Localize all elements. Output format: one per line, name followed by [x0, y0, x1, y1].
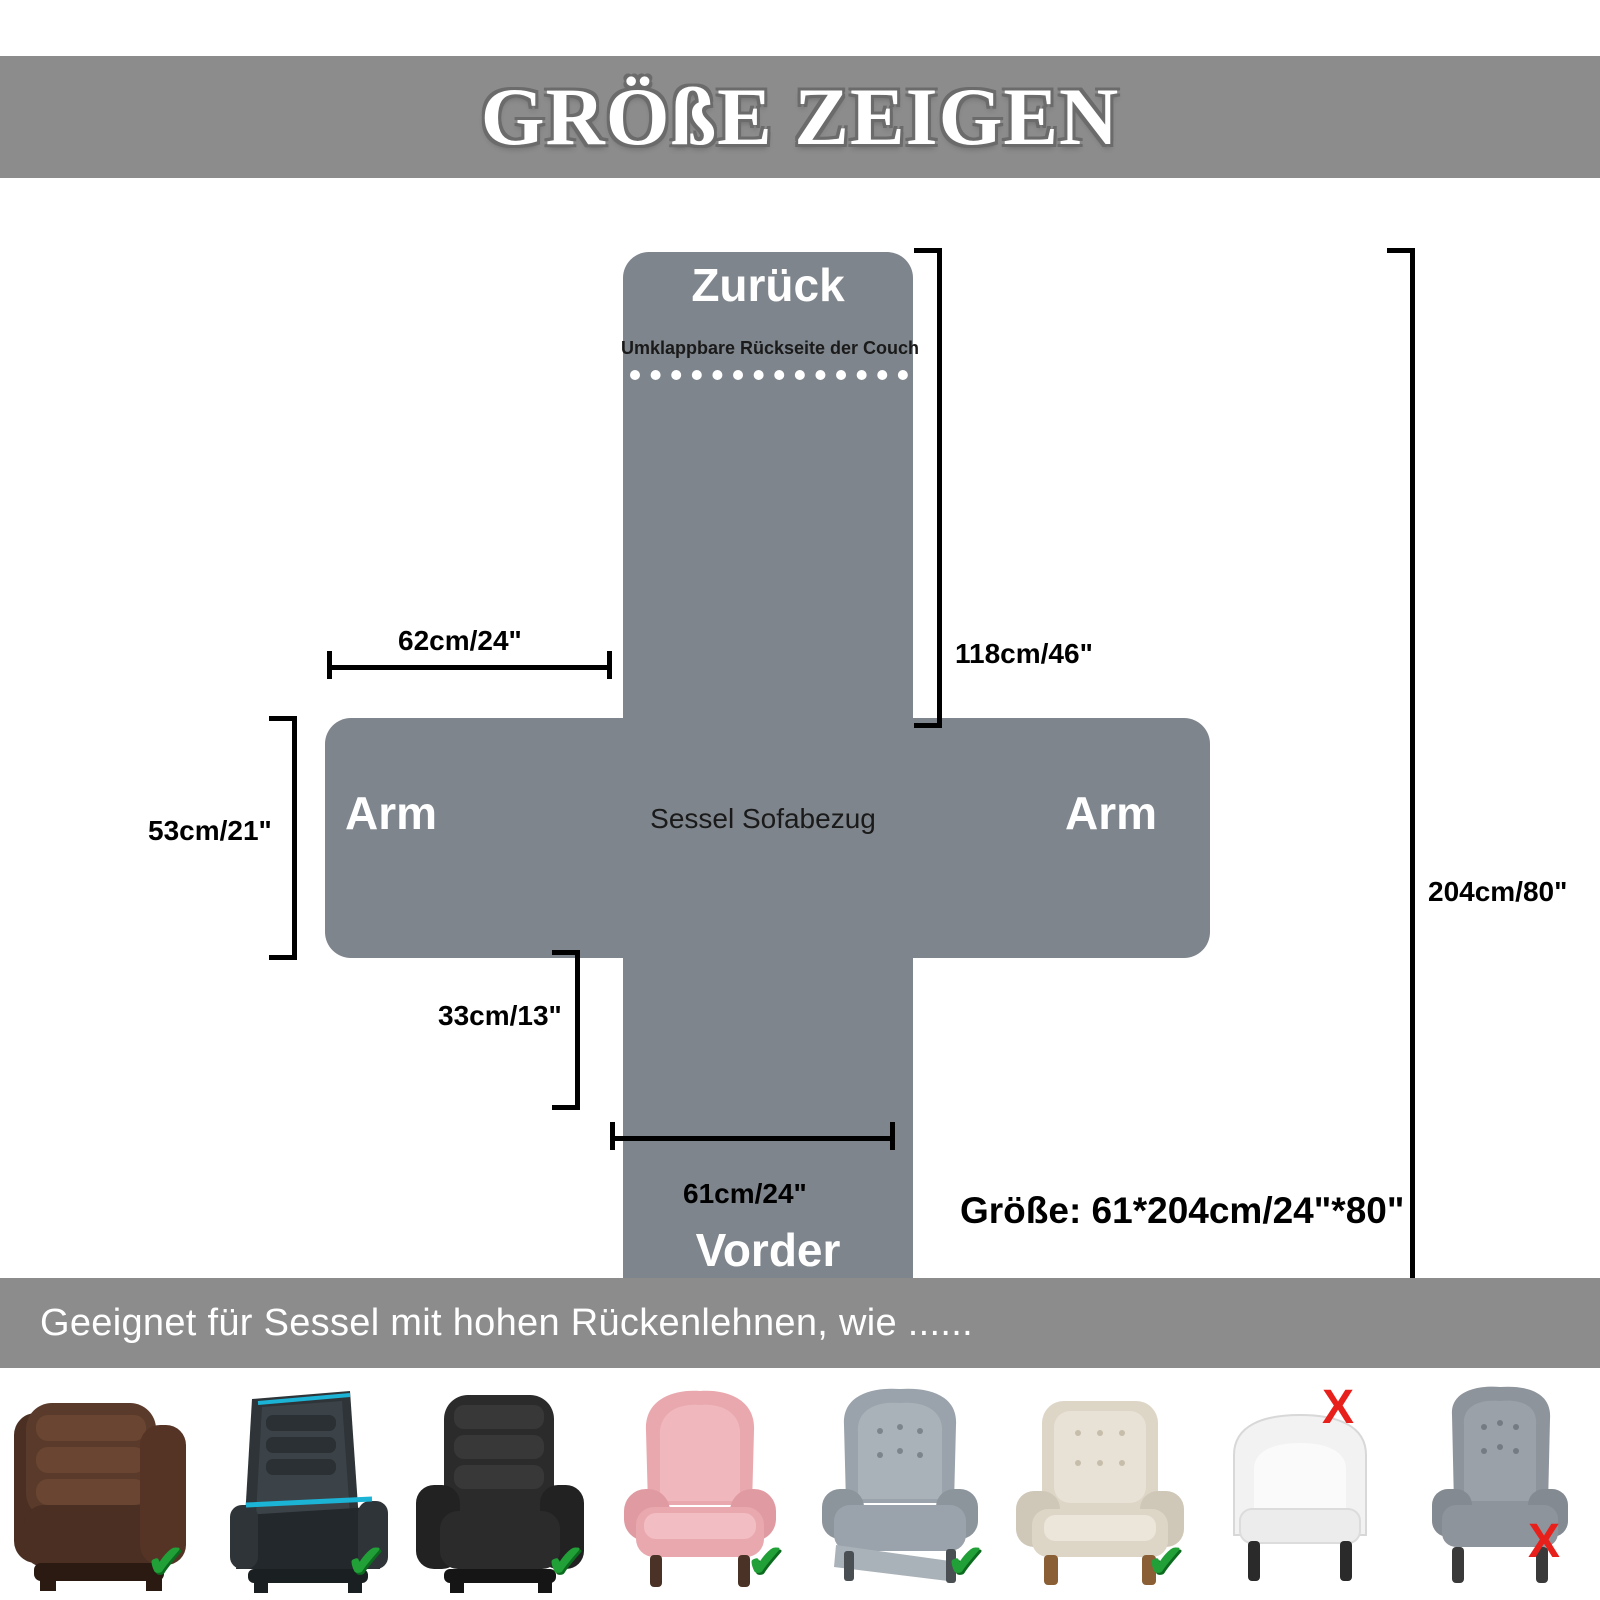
label-fold-note: Umklappbare Rückseite der Couch [620, 338, 920, 358]
chair-item-beige-tufted-armchair: ✔ [1000, 1380, 1200, 1600]
chair-mark-check: ✔ [947, 1537, 984, 1586]
chair-mark-check: ✔ [147, 1537, 184, 1586]
black-blue-gaming-recliner-icon [230, 1391, 388, 1593]
dim-back-height-text: 118cm/46" [955, 638, 1093, 669]
chair-mark-cross: X [1527, 1515, 1560, 1568]
dim-arm-height-cap-top [269, 716, 297, 721]
dim-front-height-cap-bottom [552, 1105, 580, 1110]
size-diagram: Zurück Umklappbare Rückseite der Couch A… [0, 178, 1600, 1320]
chair-item-grey-tufted-recliner: ✔ [800, 1380, 1000, 1600]
label-back: Zurück [691, 259, 845, 311]
dim-top-width-cap-right [607, 651, 612, 679]
brown-fabric-recliner-icon [14, 1403, 186, 1591]
chair-mark-check: ✔ [1147, 1537, 1184, 1586]
size-summary: Größe: 61*204cm/24"*80" [960, 1190, 1405, 1231]
white-tub-chair-icon [1233, 1413, 1367, 1581]
chair-item-grey-velvet-wing-chair: X [1400, 1380, 1600, 1600]
dim-top-width-line [327, 665, 612, 670]
dim-arm-height-cap-bottom [269, 955, 297, 960]
dim-front-height-text: 33cm/13" [438, 1000, 562, 1031]
dim-bottom-width-cap-right [890, 1122, 895, 1150]
dim-arm-height-text: 53cm/21" [148, 815, 272, 846]
header-banner: GRÖßE ZEIGEN [0, 56, 1600, 178]
chair-item-white-tub-chair: X [1200, 1380, 1400, 1600]
dim-total-height-text: 204cm/80" [1428, 876, 1568, 907]
dim-back-height-cap-bottom [914, 723, 942, 728]
chair-item-brown-fabric-recliner: ✔ [0, 1380, 200, 1600]
chair-mark-check: ✔ [547, 1537, 584, 1586]
shape-front-panel [623, 918, 913, 1318]
chair-mark-cross: X [1321, 1381, 1354, 1434]
chair-mark-check: ✔ [747, 1537, 784, 1586]
chair-mark-check: ✔ [347, 1537, 384, 1586]
dim-bottom-width-line [610, 1136, 895, 1141]
beige-tufted-armchair-icon [1016, 1401, 1184, 1585]
dim-front-height-cap-top [552, 950, 580, 955]
dim-back-height-cap-top [914, 248, 942, 253]
dim-top-width-text: 62cm/24" [398, 625, 522, 656]
black-leather-recliner-icon [416, 1395, 584, 1593]
label-product-center: Sessel Sofabezug [650, 803, 876, 834]
chair-item-black-blue-gaming-recliner: ✔ [200, 1380, 400, 1600]
label-front: Vorder [695, 1224, 841, 1276]
chair-item-black-leather-recliner: ✔ [400, 1380, 600, 1600]
dim-arm-height-line [292, 716, 297, 960]
dim-total-height-line [1410, 248, 1415, 1320]
footer-title: Geeignet für Sessel mit hohen Rückenlehn… [40, 1301, 973, 1344]
dim-bottom-width-text: 61cm/24" [683, 1178, 807, 1209]
dim-total-height-cap-top [1387, 248, 1415, 253]
dim-front-height-line [575, 950, 580, 1110]
pink-wingback-armchair-icon [624, 1390, 776, 1587]
label-arm-right: Arm [1065, 787, 1158, 839]
chair-item-pink-wingback-armchair: ✔ [600, 1380, 800, 1600]
fold-dotted-line [630, 370, 908, 380]
footer-banner: Geeignet für Sessel mit hohen Rückenlehn… [0, 1278, 1600, 1368]
compatible-chairs-strip: ✔ ✔ [0, 1380, 1600, 1600]
dim-top-width-cap-left [327, 651, 332, 679]
dim-back-height-line [937, 248, 942, 728]
page-title: GRÖßE ZEIGEN [480, 71, 1120, 162]
dim-bottom-width-cap-left [610, 1122, 615, 1150]
grey-tufted-recliner-icon [822, 1388, 978, 1583]
grey-velvet-wing-chair-icon [1432, 1386, 1568, 1583]
label-arm-left: Arm [345, 787, 438, 839]
